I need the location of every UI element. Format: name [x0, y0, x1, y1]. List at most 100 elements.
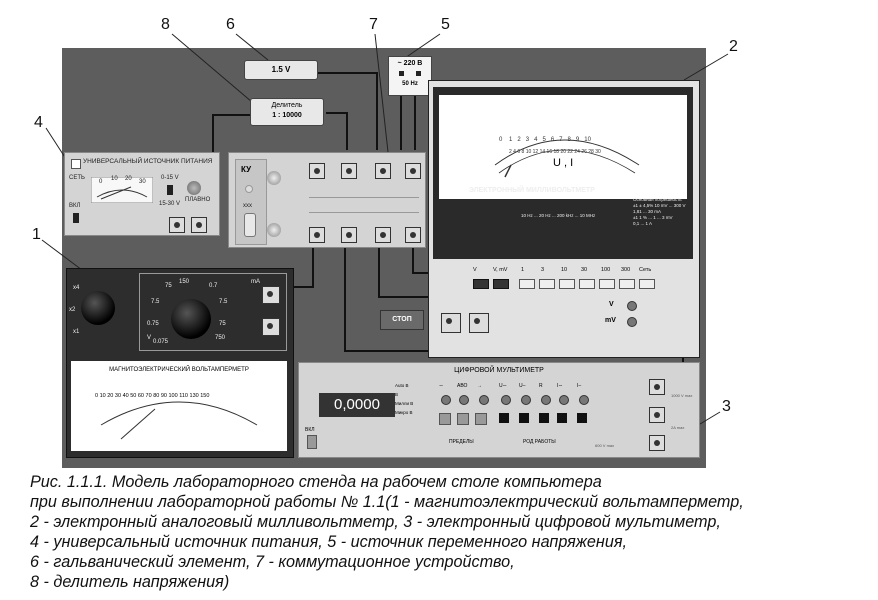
ma-range-7-5: 7.5 [219, 299, 228, 305]
stop-button[interactable]: СТОП [380, 310, 424, 330]
caption-line-3: 2 - электронный аналоговый милливольтмет… [30, 513, 721, 531]
func-led-8[interactable] [579, 395, 589, 405]
mv-btn-3[interactable] [539, 279, 555, 289]
xxx-label: ххх [243, 203, 252, 209]
divider-ratio: 1 : 10000 [272, 112, 302, 119]
mv-btn-100[interactable] [599, 279, 615, 289]
mode-btn-3[interactable] [539, 413, 549, 423]
func-led-5[interactable] [521, 395, 531, 405]
port-7[interactable] [375, 227, 391, 243]
limit-btn-3[interactable] [475, 413, 487, 425]
port-6[interactable] [341, 227, 357, 243]
ku-switch[interactable] [244, 213, 256, 237]
mode-btn-2[interactable] [519, 413, 529, 423]
func-led-7[interactable] [559, 395, 569, 405]
func-led-2[interactable] [459, 395, 469, 405]
mv-dial: U , I 0 1 2 3 4 5 6 7 8 9 10 2 4 6 8 10 … [439, 95, 687, 199]
v-range-0-75: 0.75 [147, 321, 159, 327]
voltammeter-dial: МАГНИТОЭЛЕКТРИЧЕСКИЙ ВОЛЬТАМПЕРМЕТР 0 10… [71, 361, 287, 451]
range-knob[interactable] [171, 299, 211, 339]
mv-title: ЭЛЕКТРОННЫЙ МИЛЛИВОЛЬТМЕТР [469, 187, 595, 194]
func-led-4[interactable] [501, 395, 511, 405]
dmm-terminal-2[interactable] [649, 407, 665, 423]
selector-knob-bottom[interactable] [267, 223, 281, 237]
ps-terminal-left[interactable] [169, 217, 185, 233]
callout-4: 4 [34, 114, 43, 131]
voltammeter-scale-labels: 0 10 20 30 40 50 60 70 80 90 100 110 130… [95, 393, 210, 399]
dmm-terminal-3-label: 600 V max [595, 443, 615, 448]
mv-btn-vmv[interactable] [493, 279, 509, 289]
voltammeter-scale [100, 401, 258, 440]
mv-indicator-mv [627, 317, 637, 327]
limit-btn-1[interactable] [439, 413, 451, 425]
mode-btn-5[interactable] [577, 413, 587, 423]
on-label: ВКЛ [69, 203, 81, 209]
mv-terminal-right[interactable] [469, 313, 489, 333]
mv-terminal-left[interactable] [441, 313, 461, 333]
port-3[interactable] [375, 163, 391, 179]
mv-freq: 10 Hz ... 20 Hz ... 200 kHz ... 10 MHz [521, 213, 596, 218]
mv-indicator-v-label: V [609, 301, 614, 308]
range2-label: 15-30 V [159, 201, 181, 207]
v-range-75: 75 [165, 283, 172, 289]
mv-btn-power[interactable] [639, 279, 655, 289]
v-range-0-075: 0.075 [153, 339, 169, 345]
power-supply: УНИВЕРСАЛЬНЫЙ ИСТОЧНИК ПИТАНИЯ СЕТЬ ВКЛ … [64, 152, 220, 236]
port-1[interactable] [309, 163, 325, 179]
func-led-6[interactable] [541, 395, 551, 405]
mv-btn-300[interactable] [619, 279, 635, 289]
mv-scale-inner: 2 4 6 8 10 12 14 16 18 20 22 24 26 28 30 [509, 149, 601, 155]
mode-auto[interactable]: Auto В [395, 383, 409, 388]
ps-scale-10: 10 [111, 176, 118, 182]
mult-x1: x1 [73, 329, 80, 335]
selector-knob-top[interactable] [267, 171, 281, 185]
callout-3: 3 [722, 398, 731, 415]
mode-milli[interactable]: Милли В [395, 401, 414, 406]
dmm-title: ЦИФРОВОЙ МУЛЬТИМЕТР [454, 367, 544, 374]
mv-btn-1[interactable] [519, 279, 535, 289]
dmm-terminal-1-label: 1000 V max [671, 393, 693, 398]
ps-meter [91, 177, 153, 203]
mode-micro[interactable]: Микро В [395, 410, 413, 415]
dmm-terminal-1[interactable] [649, 379, 665, 395]
dmm-on-label: ВКЛ [305, 427, 315, 433]
power-supply-title: УНИВЕРСАЛЬНЫЙ ИСТОЧНИК ПИТАНИЯ [83, 158, 213, 165]
mv-btn-10[interactable] [559, 279, 575, 289]
voltage-divider: Делитель 1 : 10000 [250, 98, 324, 126]
millivoltmeter: U , I 0 1 2 3 4 5 6 7 8 9 10 2 4 6 8 10 … [428, 80, 700, 358]
limit-btn-2[interactable] [457, 413, 469, 425]
port-8[interactable] [405, 227, 421, 243]
va-terminal-top[interactable] [262, 286, 280, 304]
ps-terminal-right[interactable] [191, 217, 207, 233]
dmm-func-labels: ∼ АВО → U∼ U– R I∼ I– [439, 383, 582, 389]
battery-label: 1.5 V [271, 65, 291, 74]
callout-6: 6 [226, 16, 235, 33]
mv-btn-v[interactable] [473, 279, 489, 289]
mains-switch[interactable] [71, 159, 81, 169]
voltammeter: x4 x2 x1 150 75 7.5 0.75 V 0.075 mA 0.7 … [66, 268, 294, 458]
range-toggle[interactable] [167, 185, 173, 195]
on-toggle[interactable] [73, 213, 79, 223]
caption-line-1: Рис. 1.1.1. Модель лабораторного стенда … [30, 473, 602, 491]
port-5[interactable] [309, 227, 325, 243]
mode-label: РОД РАБОТЫ [523, 439, 556, 445]
ac-voltage: ~ 220 В [397, 60, 423, 67]
multiplier-knob[interactable] [81, 291, 115, 325]
dmm-terminal-3[interactable] [649, 435, 665, 451]
port-2[interactable] [341, 163, 357, 179]
mode-v[interactable]: В [395, 392, 399, 397]
callout-2: 2 [729, 38, 738, 55]
smooth-knob[interactable] [187, 181, 201, 195]
mv-btn-30[interactable] [579, 279, 595, 289]
caption-line-2: при выполнении лабораторной работы № 1.1… [30, 493, 744, 511]
va-terminal-bottom[interactable] [262, 318, 280, 336]
dmm-on-switch[interactable] [307, 435, 317, 449]
ps-scale-20: 20 [125, 176, 132, 182]
voltammeter-title: МАГНИТОЭЛЕКТРИЧЕСКИЙ ВОЛЬТАМПЕРМЕТР [109, 367, 249, 373]
mode-btn-1[interactable] [499, 413, 509, 423]
mode-btn-4[interactable] [557, 413, 567, 423]
port-4[interactable] [405, 163, 421, 179]
func-led-3[interactable] [479, 395, 489, 405]
func-led-1[interactable] [441, 395, 451, 405]
